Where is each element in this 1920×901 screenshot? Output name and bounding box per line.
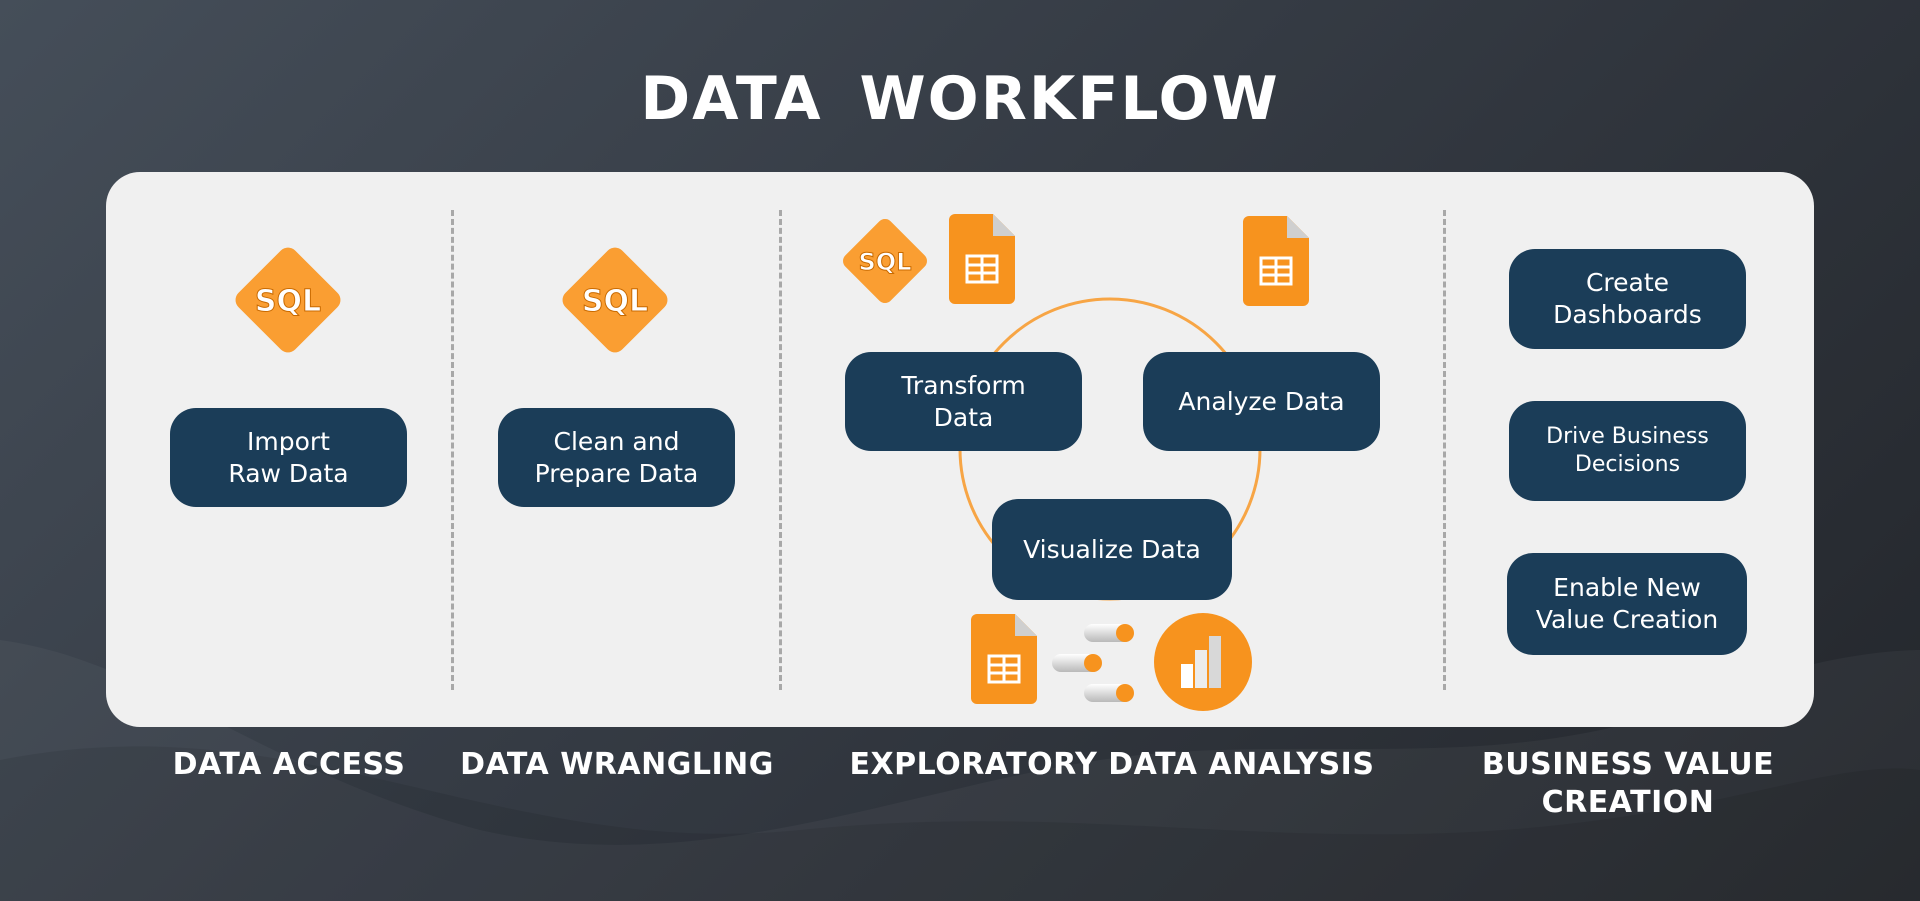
spreadsheet-icon (949, 214, 1015, 304)
pipeline-icon (1052, 624, 1134, 702)
svg-text:SQL: SQL (582, 284, 648, 319)
page-title: DATA WORKFLOW (640, 64, 1280, 134)
svg-text:SQL: SQL (255, 284, 321, 319)
step-create-dashboards: Create Dashboards (1509, 249, 1746, 349)
svg-text:SQL: SQL (859, 248, 912, 276)
stage-label-exploratory-data-analysis: EXPLORATORY DATA ANALYSIS (849, 747, 1375, 782)
stage-divider (451, 210, 454, 690)
step-import-raw-data: Import Raw Data (170, 408, 407, 507)
stage-label-data-wrangling: DATA WRANGLING (460, 747, 774, 782)
step-drive-business-decisions: Drive Business Decisions (1509, 401, 1746, 501)
spreadsheet-icon (971, 614, 1037, 704)
sql-diamond-icon: SQL (235, 247, 341, 353)
stage-divider (779, 210, 782, 690)
stage-label-business-value-creation: BUSINESS VALUE CREATION (1481, 747, 1775, 820)
sql-diamond-icon: SQL (562, 247, 668, 353)
step-visualize-data: Visualize Data (992, 499, 1232, 600)
step-enable-new-value-creation: Enable New Value Creation (1507, 553, 1747, 655)
spreadsheet-icon (1243, 216, 1309, 306)
step-clean-prepare-data: Clean and Prepare Data (498, 408, 735, 507)
step-transform-data: Transform Data (845, 352, 1082, 451)
stage-divider (1443, 210, 1446, 690)
sql-diamond-icon: SQL (843, 219, 927, 303)
bar-chart-icon (1154, 613, 1252, 711)
step-analyze-data: Analyze Data (1143, 352, 1380, 451)
stage-label-data-access: DATA ACCESS (172, 747, 406, 782)
